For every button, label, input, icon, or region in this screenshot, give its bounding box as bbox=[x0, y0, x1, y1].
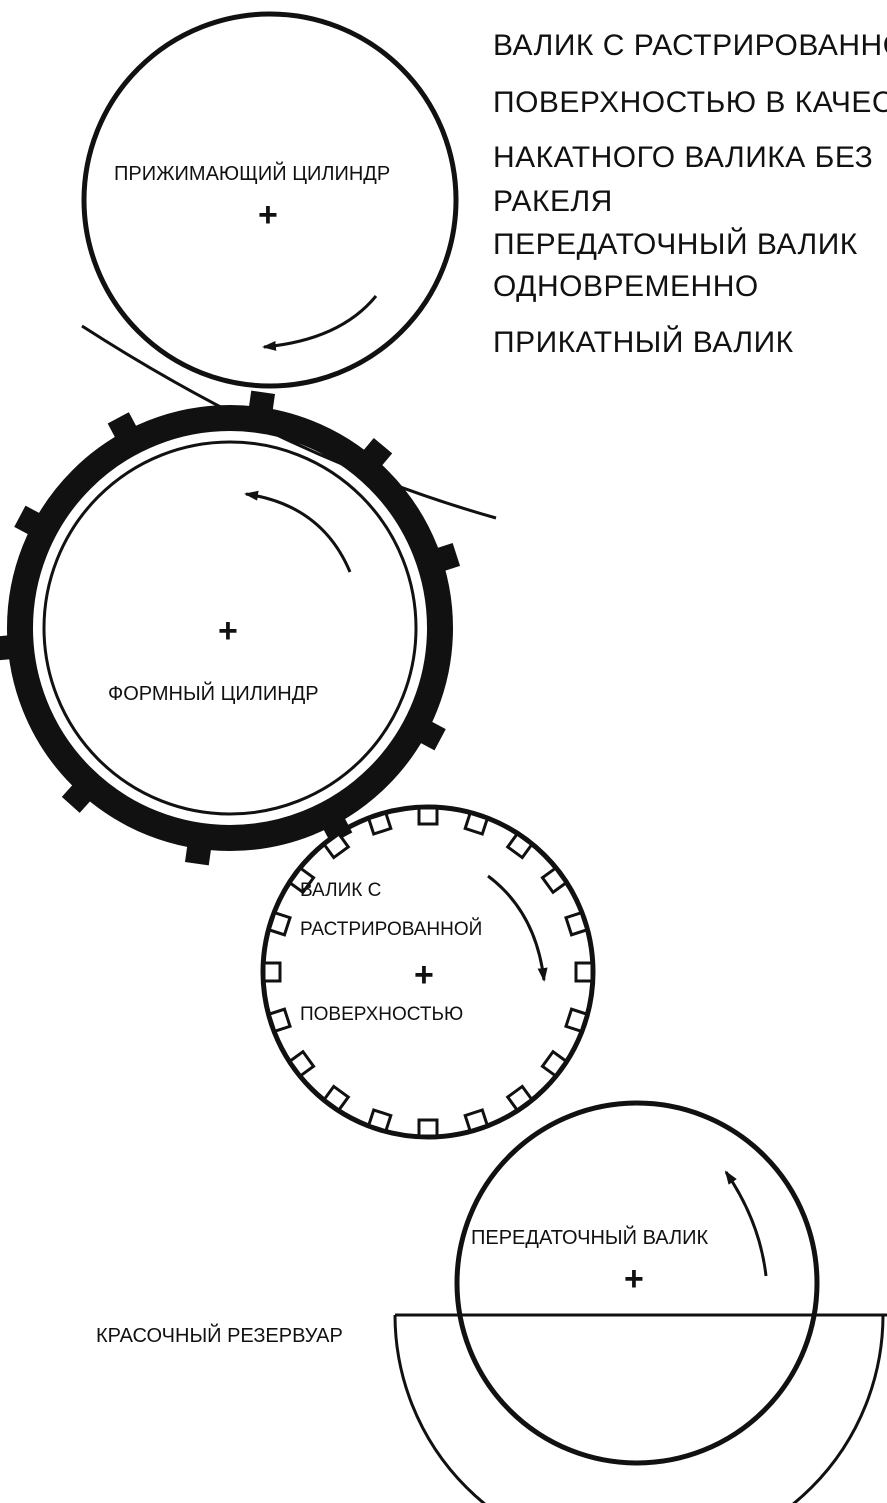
anilox-cell bbox=[564, 910, 589, 937]
anilox-cells bbox=[262, 806, 594, 1138]
plate-segment bbox=[247, 390, 276, 424]
impression-cylinder-outline bbox=[81, 11, 459, 389]
plate-segment bbox=[424, 543, 461, 576]
plate-cylinder-center-mark: + bbox=[218, 612, 238, 650]
anilox-cell bbox=[540, 866, 569, 895]
anilox-cell bbox=[564, 1007, 589, 1034]
plate-segment bbox=[354, 437, 393, 477]
legend-line: ПРИКАТНЫЙ ВАЛИК bbox=[493, 325, 794, 359]
plate-segments bbox=[0, 390, 461, 866]
ink-reservoir: КРАСОЧНЫЙ РЕЗЕРВУАР bbox=[96, 1313, 887, 1503]
substrate-web bbox=[81, 324, 497, 520]
plate-segment bbox=[14, 505, 52, 541]
legend-line: ПОВЕРХНОСТЬЮ В КАЧЕСТВЕ bbox=[493, 86, 887, 119]
anilox-cell bbox=[463, 1108, 490, 1133]
anilox-cell bbox=[540, 1049, 569, 1078]
anilox-cell bbox=[417, 1118, 439, 1138]
anilox-cell bbox=[463, 811, 490, 836]
impression-rotation-arrow bbox=[262, 295, 378, 351]
anilox-label-line: ВАЛИК С bbox=[300, 880, 381, 901]
transfer-roller: ПЕРЕДАТОЧНЫЙ ВАЛИК + bbox=[454, 1100, 820, 1466]
anilox-cell bbox=[287, 866, 316, 895]
plate-segment bbox=[408, 715, 446, 751]
legend-line: ОДНОВРЕМЕННО bbox=[493, 270, 759, 303]
ink-reservoir-label: КРАСОЧНЫЙ РЕЗЕРВУАР bbox=[96, 1323, 343, 1347]
anilox-cell bbox=[417, 806, 439, 826]
anilox-cell bbox=[505, 831, 534, 860]
plate-cylinder: + ФОРМНЫЙ ЦИЛИНДР bbox=[0, 390, 461, 866]
plate-cylinder-label: ФОРМНЫЙ ЦИЛИНДР bbox=[108, 681, 319, 705]
plate-segment bbox=[107, 412, 143, 450]
legend-line: ВАЛИК С РАСТРИРОВАННОЙ bbox=[493, 28, 887, 62]
plate-cylinder-outer bbox=[7, 405, 453, 851]
plate-cylinder-inner-ring bbox=[42, 440, 418, 816]
legend-line: НАКАТНОГО ВАЛИКА БЕЗ bbox=[493, 141, 873, 174]
anilox-cell bbox=[267, 1007, 292, 1034]
impression-cylinder-label: ПРИЖИМАЮЩИЙ ЦИЛИНДР bbox=[114, 161, 390, 185]
transfer-roller-outline bbox=[454, 1100, 820, 1466]
anilox-cell bbox=[287, 1049, 316, 1078]
legend: ВАЛИК С РАСТРИРОВАННОЙ ПОВЕРХНОСТЬЮ В КА… bbox=[493, 28, 887, 359]
anilox-cell bbox=[574, 961, 594, 983]
anilox-cell bbox=[505, 1084, 534, 1113]
anilox-roller: ВАЛИК С РАСТРИРОВАННОЙ + ПОВЕРХНОСТЬЮ bbox=[260, 804, 596, 1140]
anilox-label-line: РАСТРИРОВАННОЙ bbox=[300, 918, 482, 940]
anilox-label-line: ПОВЕРХНОСТЬЮ bbox=[300, 1004, 463, 1025]
legend-line: ПЕРЕДАТОЧНЫЙ ВАЛИК bbox=[493, 227, 858, 261]
impression-cylinder: ПРИЖИМАЮЩИЙ ЦИЛИНДР + bbox=[81, 11, 459, 389]
anilox-rotation-arrow bbox=[487, 874, 548, 982]
transfer-roller-label: ПЕРЕДАТОЧНЫЙ ВАЛИК bbox=[471, 1225, 709, 1249]
ink-reservoir-outline bbox=[393, 1313, 887, 1503]
plate-segment bbox=[61, 774, 100, 813]
transfer-rotation-arrow bbox=[724, 1170, 768, 1277]
anilox-cell bbox=[262, 961, 282, 983]
anilox-cell bbox=[322, 1084, 351, 1113]
plate-rotation-arrow bbox=[244, 490, 352, 573]
anilox-cell bbox=[267, 910, 292, 937]
anilox-cell bbox=[366, 1108, 393, 1133]
anilox-cell bbox=[366, 811, 393, 836]
plate-segment bbox=[0, 634, 24, 661]
anilox-center-mark: + bbox=[414, 956, 434, 994]
transfer-roller-center-mark: + bbox=[624, 1260, 644, 1298]
impression-cylinder-center-mark: + bbox=[258, 196, 278, 234]
legend-line: РАКЕЛЯ bbox=[493, 185, 613, 218]
plate-segment bbox=[184, 832, 213, 866]
anilox-cell bbox=[322, 831, 351, 860]
plate-segment bbox=[317, 806, 353, 844]
